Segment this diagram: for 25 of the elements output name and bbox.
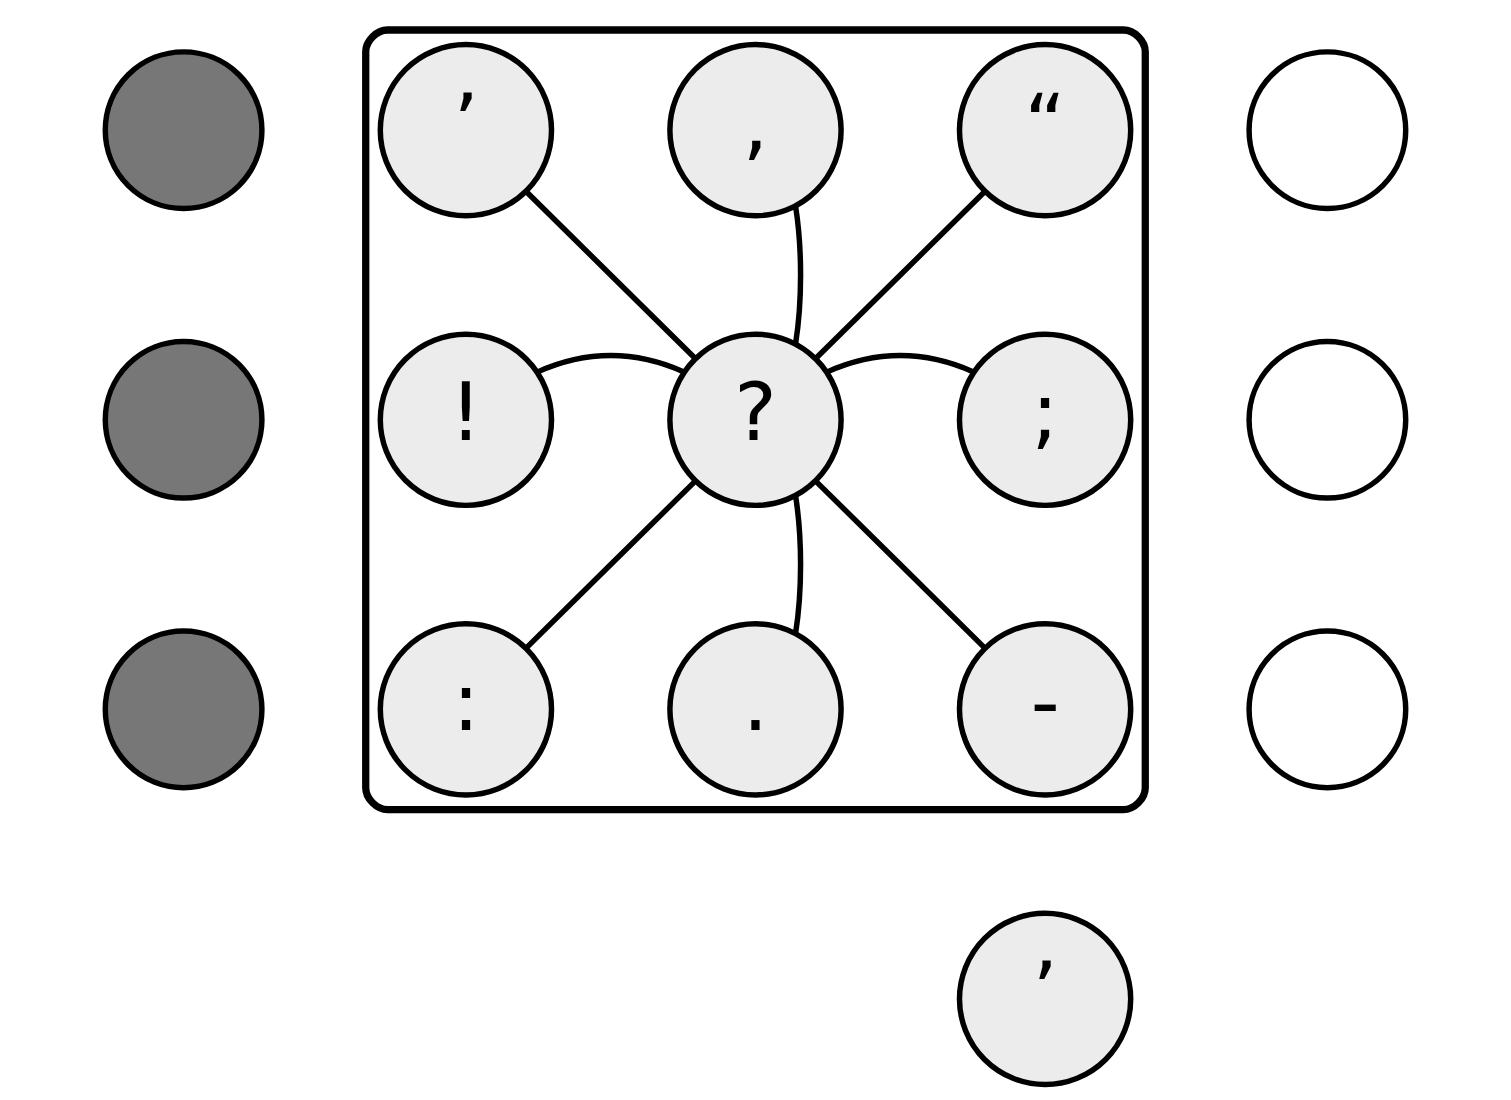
node-circle: : (377, 621, 555, 798)
connector (524, 478, 698, 650)
node-circle: ; (956, 331, 1134, 509)
node-circle: “ (956, 41, 1134, 219)
connector (792, 206, 804, 345)
node-circle: ’ (377, 41, 555, 219)
connector (524, 189, 697, 361)
node-circle (1246, 49, 1409, 212)
connector (825, 352, 975, 375)
node-circle: ? (667, 331, 844, 509)
node-circle: - (956, 621, 1134, 798)
node-circle: . (667, 621, 844, 798)
node-circle: ’ (956, 910, 1134, 1088)
cluster (362, 26, 1149, 814)
node-circle: ! (377, 331, 555, 509)
node-circle (102, 628, 265, 791)
node-circle (1246, 338, 1409, 501)
node-circle (102, 49, 265, 212)
connector (814, 189, 987, 361)
node-circle (102, 338, 265, 501)
connector (536, 352, 685, 375)
connector (792, 495, 804, 634)
node-circle: , (667, 41, 844, 219)
connector (813, 478, 987, 650)
node-circle (1246, 628, 1409, 791)
